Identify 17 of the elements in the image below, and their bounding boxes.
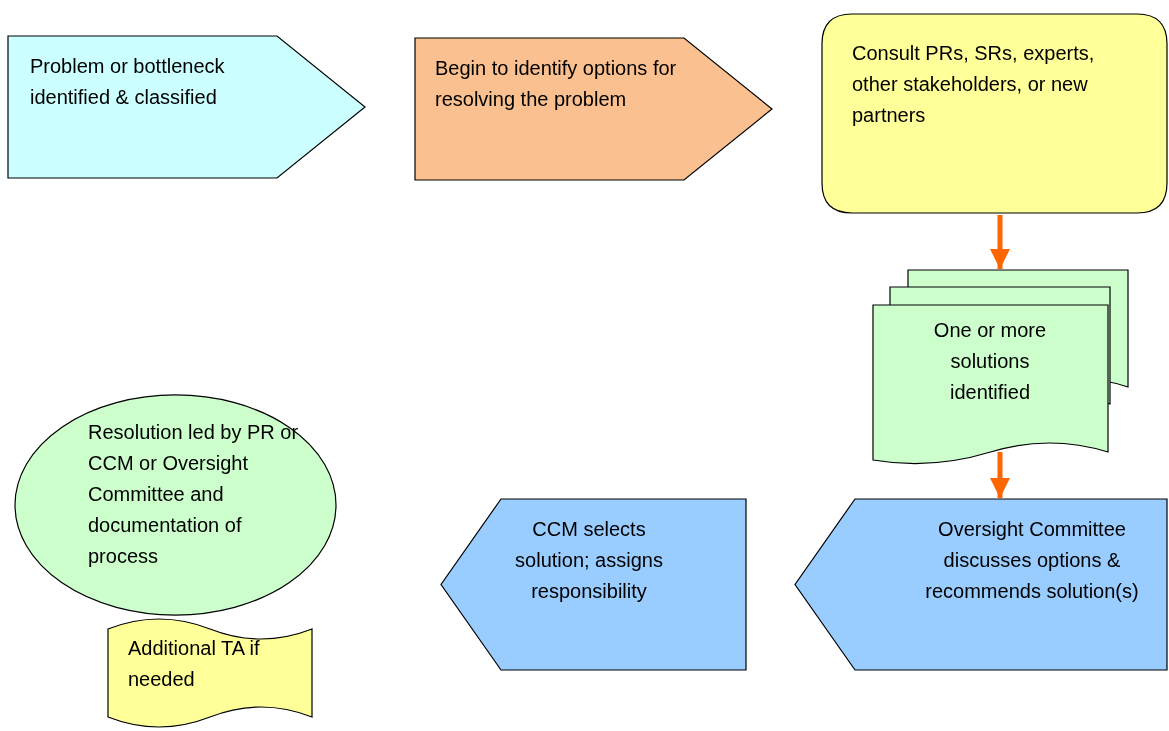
wavy-banner: [108, 617, 312, 731]
node-text: Additional TA if needed: [128, 636, 261, 692]
node-text: Problem or bottleneck identified & classified: [30, 54, 226, 110]
process-arrow-shape: [8, 36, 365, 178]
node-text: Oversight Committee discusses options & recommends solution(s): [924, 517, 1140, 604]
node-text: Resolution led by PR or CCM or Oversight Committee and documentation of process: [88, 420, 300, 569]
arrow: [990, 215, 1010, 269]
node-text: Consult PRs, SRs, experts, other stakeholders, or new partners: [852, 41, 1096, 128]
process-arrow-shape: [795, 499, 1167, 670]
node-text: Begin to identify options for resolving the problem: [435, 56, 678, 112]
terminator-ellipse: [15, 395, 336, 615]
process-arrow-shape: [441, 499, 746, 670]
arrow: [990, 452, 1010, 498]
process-box: [822, 14, 1167, 213]
process-arrow-shape: [415, 38, 772, 180]
node-text: One or more solutions identified: [932, 318, 1048, 405]
node-text: CCM selects solution; assigns responsibility: [514, 517, 664, 604]
